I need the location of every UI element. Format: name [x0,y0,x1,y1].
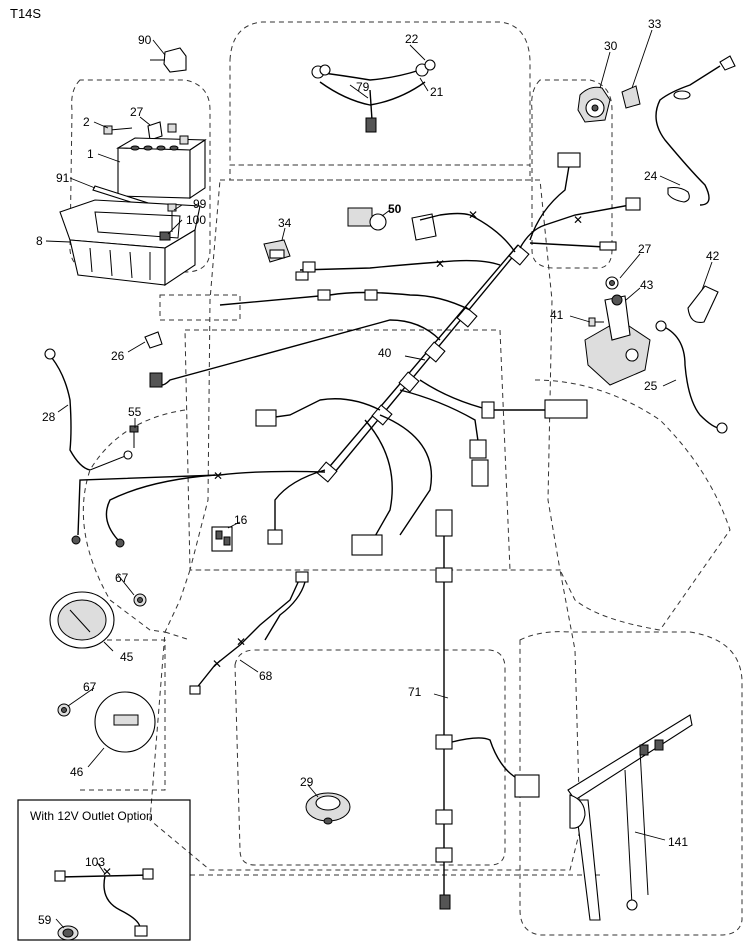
page-code: T14S [10,6,41,21]
svg-text:✕: ✕ [468,208,478,222]
callout-16: 16 [234,513,248,527]
battery-cable-24 [655,55,736,206]
fuse-26 [144,331,163,349]
callout-90: 90 [138,33,152,47]
callout-43: 43 [640,278,654,292]
switch-50 [347,207,437,241]
svg-text:✕: ✕ [212,657,222,671]
screw-55 [129,425,139,448]
harness-68: ✕ ✕ [189,571,309,695]
callout-27-top: 27 [130,105,144,119]
callout-67-top: 67 [115,571,129,585]
battery-cable-25 [655,320,728,434]
svg-text:✕: ✕ [573,213,583,227]
tractor-outline [69,21,743,936]
callout-21: 21 [430,85,444,99]
callout-45: 45 [120,650,134,664]
callout-46: 46 [70,765,84,779]
svg-text:✕: ✕ [435,257,445,271]
option-box: With 12V Outlet Option ✕ [17,799,191,941]
headlight-harness [311,59,436,133]
callout-79: 79 [356,80,370,94]
callout-59: 59 [38,913,52,927]
svg-text:✕: ✕ [102,865,112,879]
callout-24: 24 [644,169,658,183]
part-33-module [621,85,641,109]
svg-text:✕: ✕ [213,469,223,483]
callout-1: 1 [87,147,94,161]
part-90-connector [150,47,187,73]
terminal-cap-42 [687,285,719,323]
callout-27-right: 27 [638,242,652,256]
gauge-45 [49,591,147,649]
option-box-title: With 12V Outlet Option [30,809,153,823]
ground-cable-28 [44,348,133,471]
callout-50: 50 [388,202,402,216]
callout-141: 141 [668,835,688,849]
battery-bolt [103,121,177,141]
callout-30: 30 [604,39,618,53]
ignition-switch [577,86,611,123]
main-harness-40: ✕ ✕ ✕ ✕ [71,152,641,556]
callout-29: 29 [300,775,314,789]
callout-71: 71 [408,685,422,699]
callout-8: 8 [36,234,43,248]
callout-68: 68 [259,669,273,683]
battery [116,135,207,200]
switch-34 [263,239,291,263]
harness-71 [435,509,540,910]
callout-99: 99 [193,197,207,211]
callout-28: 28 [42,410,56,424]
callout-67-bottom: 67 [83,680,97,694]
callout-2: 2 [83,115,90,129]
callout-33: 33 [648,17,662,31]
callout-100: 100 [186,213,206,227]
callout-42: 42 [706,249,720,263]
gauge-46 [57,691,156,753]
connector-16 [211,526,233,552]
callout-25: 25 [644,379,658,393]
svg-text:✕: ✕ [236,635,246,649]
grommet-29 [305,792,351,825]
callout-40: 40 [378,346,392,360]
callout-labels: 90 2 27 1 91 99 100 8 22 21 79 30 33 24 … [36,17,720,927]
callout-22: 22 [405,32,419,46]
tray-bolt [159,203,177,241]
callout-26: 26 [111,349,125,363]
callout-41: 41 [550,308,564,322]
callout-103: 103 [85,855,105,869]
power-outlet-59 [57,925,79,941]
bracket-141 [567,714,693,921]
callout-55: 55 [128,405,142,419]
leader-lines [45,29,713,929]
callout-91: 91 [56,171,70,185]
battery-tray [59,199,201,287]
starter-solenoid [584,276,651,386]
callout-34: 34 [278,216,292,230]
